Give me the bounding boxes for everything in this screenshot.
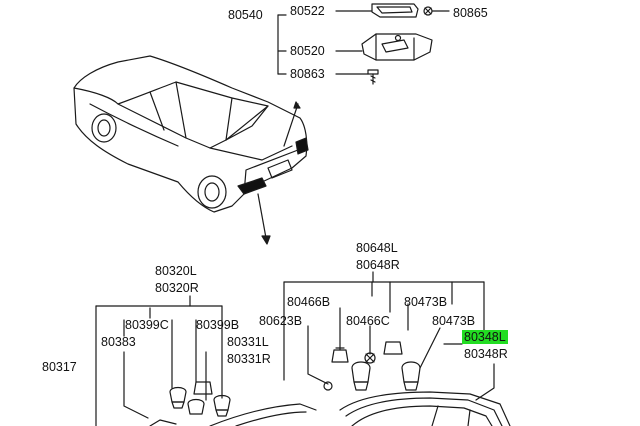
- part-label-80863[interactable]: 80863: [290, 67, 325, 81]
- part-label-80623B[interactable]: 80623B: [259, 314, 303, 328]
- part-label-80348L-highlighted[interactable]: 80348L: [462, 330, 508, 344]
- bulb-r1-shape: [351, 361, 371, 383]
- license-lamp-group: [277, 3, 450, 85]
- arrow-to-license-lamp: [283, 103, 299, 147]
- part-label-80473B-top[interactable]: 80473B: [404, 295, 448, 309]
- part-label-80522[interactable]: 80522: [290, 4, 325, 18]
- rear-lamp-left-shape: [209, 403, 317, 426]
- screw-80865-shape: [423, 6, 433, 16]
- bolt-80863-shape: [367, 69, 379, 75]
- part-label-80331R[interactable]: 80331R: [227, 352, 271, 366]
- lamp-housing-shape: [361, 33, 433, 61]
- part-label-80399B[interactable]: 80399B: [196, 318, 240, 332]
- part-label-80466C[interactable]: 80466C: [346, 314, 390, 328]
- part-label-80317[interactable]: 80317: [42, 360, 77, 374]
- right-lamp-group: [283, 271, 511, 426]
- part-label-80320R[interactable]: 80320R: [155, 281, 199, 295]
- bulb-l2-shape: [187, 398, 205, 415]
- socket-80466b-shape: [331, 349, 349, 363]
- bulb-r2-shape: [401, 361, 421, 383]
- bulb-l3-shape: [213, 394, 231, 411]
- part-label-80320L[interactable]: 80320L: [155, 264, 197, 278]
- part-label-80466B[interactable]: 80466B: [287, 295, 331, 309]
- socket-l1-shape: [193, 381, 213, 395]
- part-label-80520[interactable]: 80520: [290, 44, 325, 58]
- part-label-80399C[interactable]: 80399C: [125, 318, 169, 332]
- left-lamp-group: [95, 295, 317, 426]
- part-label-80865[interactable]: 80865: [453, 6, 488, 20]
- part-label-80331L[interactable]: 80331L: [227, 335, 269, 349]
- lamp-lens-shape: [371, 3, 419, 18]
- part-label-80648R[interactable]: 80648R: [356, 258, 400, 272]
- rear-combination-lamp-shape: [339, 391, 511, 426]
- part-label-80348R[interactable]: 80348R: [464, 347, 508, 361]
- part-label-80473B-mid[interactable]: 80473B: [432, 314, 476, 328]
- part-label-80540[interactable]: 80540: [228, 8, 263, 22]
- socket-80466c-shape: [383, 341, 403, 355]
- bulb-l1-shape: [169, 386, 187, 403]
- part-label-80383[interactable]: 80383: [101, 335, 136, 349]
- part-label-80648L[interactable]: 80648L: [356, 241, 398, 255]
- arrow-to-tail-lamp: [257, 193, 267, 239]
- car-sketch: [73, 55, 309, 213]
